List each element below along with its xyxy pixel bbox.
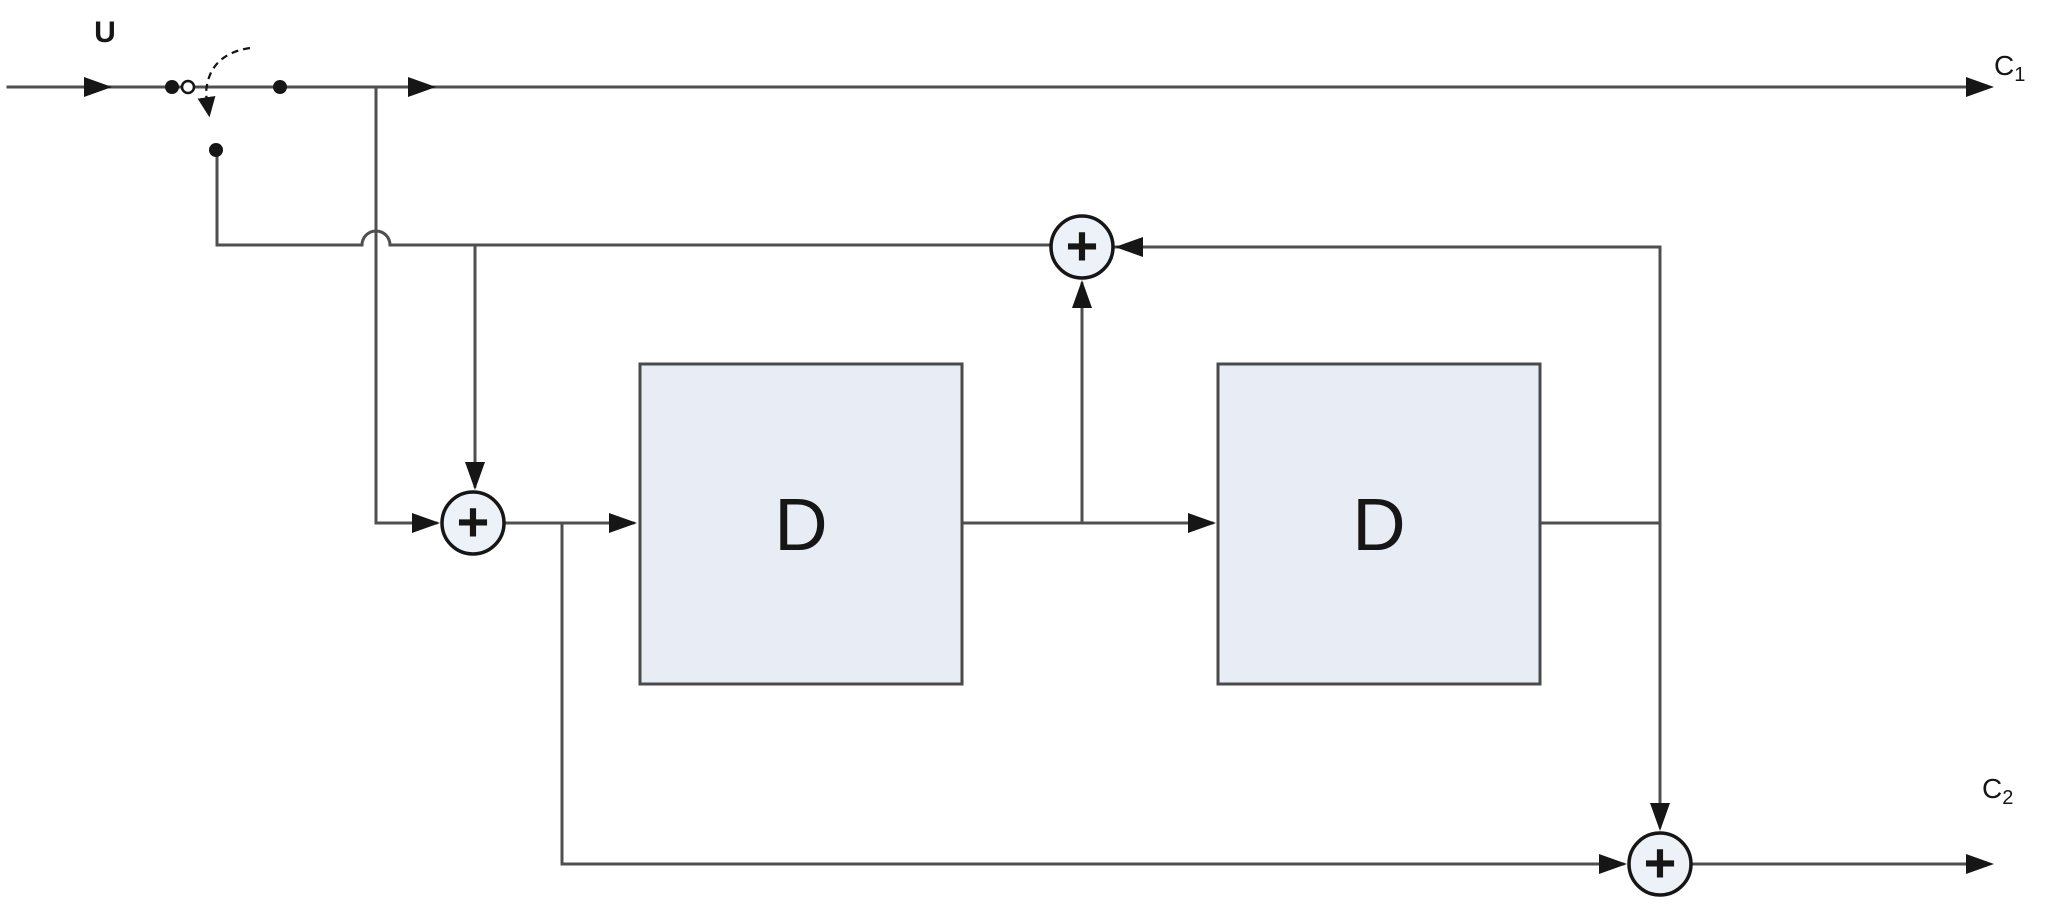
arrowhead-down-into-adder3 bbox=[1650, 803, 1670, 831]
arrowhead-left-into-adder2 bbox=[1115, 237, 1143, 257]
output-c2-base: C bbox=[1982, 773, 2002, 804]
delay-block-2: D bbox=[1216, 362, 1542, 686]
arrowhead-into-d2 bbox=[1188, 513, 1216, 533]
arrowhead-right-into-adder3 bbox=[1599, 854, 1627, 874]
arrowhead-down-into-adder1 bbox=[465, 462, 485, 490]
output-c2-subscript: 2 bbox=[2002, 787, 2013, 809]
switch-contact-dot-lower bbox=[209, 143, 223, 157]
switch-pivot-circle bbox=[180, 79, 196, 95]
arrowhead-up-into-adder2 bbox=[1072, 280, 1092, 308]
wire-feedback-line bbox=[215, 148, 1055, 247]
adder-feedback-circle bbox=[1049, 214, 1115, 280]
switch-motion-arrow-icon bbox=[197, 46, 251, 118]
switch-contact-dot-right bbox=[273, 80, 287, 94]
arrowhead-c1-out bbox=[1966, 77, 1994, 97]
output-c1-subscript: 1 bbox=[2014, 64, 2025, 86]
input-label: U bbox=[94, 16, 116, 49]
adder-output-plus: + bbox=[1644, 831, 1677, 894]
arrowhead-after-branch bbox=[408, 77, 436, 97]
delay-block-1: D bbox=[638, 362, 964, 686]
adder-input: + bbox=[440, 490, 506, 556]
input-switch bbox=[165, 46, 287, 157]
arrowhead-input-flow bbox=[84, 77, 112, 97]
delay-block-1-label: D bbox=[774, 483, 827, 566]
arrowhead-c2-out bbox=[1966, 854, 1994, 874]
delay-block-1-box bbox=[638, 362, 964, 686]
adder-input-circle bbox=[440, 490, 506, 556]
wire-systematic-branch bbox=[374, 85, 438, 525]
adder-output-circle bbox=[1627, 831, 1693, 897]
arrowhead-right-into-adder1 bbox=[412, 513, 440, 533]
delay-block-2-label: D bbox=[1352, 483, 1405, 566]
adder-feedback: + bbox=[1049, 214, 1115, 280]
adder-input-plus: + bbox=[457, 490, 490, 553]
output-c2-label: C2 bbox=[1982, 773, 2013, 809]
switch-contact-dot-left bbox=[165, 80, 179, 94]
adder-output: + bbox=[1627, 831, 1693, 897]
arrowhead-into-d1 bbox=[609, 513, 637, 533]
adder-feedback-plus: + bbox=[1066, 214, 1099, 277]
output-c1-base: C bbox=[1994, 50, 2014, 81]
output-c1-label: C1 bbox=[1994, 50, 2025, 86]
delay-block-2-box bbox=[1216, 362, 1542, 686]
